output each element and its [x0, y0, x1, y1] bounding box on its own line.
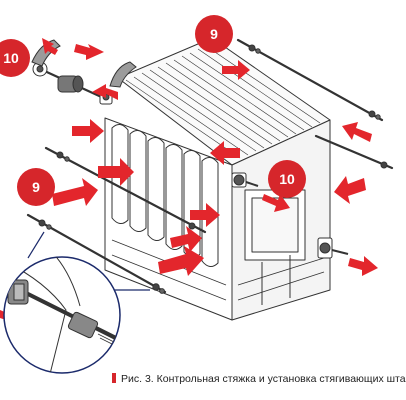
heat-exchanger-body — [104, 37, 331, 321]
callout-2-label: 9 — [210, 26, 218, 42]
arrow-13 — [170, 226, 202, 252]
callout-4-label: 10 — [279, 171, 295, 187]
tie-rods — [26, 38, 394, 294]
arrow-10 — [190, 203, 220, 227]
tie-rod-left-upper — [44, 146, 207, 234]
arrow-9 — [52, 178, 98, 206]
arrow-8 — [98, 158, 134, 186]
arrow-7 — [210, 141, 240, 165]
arrow-15 — [348, 256, 378, 276]
front-nut — [231, 172, 259, 188]
arrow-1 — [42, 38, 58, 55]
callout-1: 10 — [0, 39, 30, 77]
tie-rod-top-right — [236, 38, 384, 122]
arrow-12 — [334, 176, 366, 204]
arrow-3 — [92, 84, 118, 100]
side-nut — [317, 237, 349, 259]
arrow-14 — [158, 246, 204, 276]
arrow-11 — [262, 194, 290, 212]
tie-rod-right-middle — [314, 134, 394, 170]
arrow-5 — [72, 119, 104, 143]
arrow-4 — [222, 60, 250, 80]
callout-3-label: 9 — [32, 179, 40, 195]
callout-4: 10 — [268, 160, 306, 198]
top-fins — [125, 45, 321, 159]
figure-caption: Рис. 3. Контрольная стяжка и установка с… — [112, 370, 406, 388]
arrow-6 — [342, 122, 372, 142]
tie-rod-left-lower — [26, 213, 167, 294]
callout-1-label: 10 — [3, 50, 19, 66]
caption-marker — [112, 373, 116, 383]
callout-3: 9 — [17, 168, 55, 206]
callout-2: 9 — [195, 15, 233, 53]
arrow-2 — [74, 44, 104, 60]
caption-text: Рис. 3. Контрольная стяжка и установка с… — [121, 373, 406, 385]
